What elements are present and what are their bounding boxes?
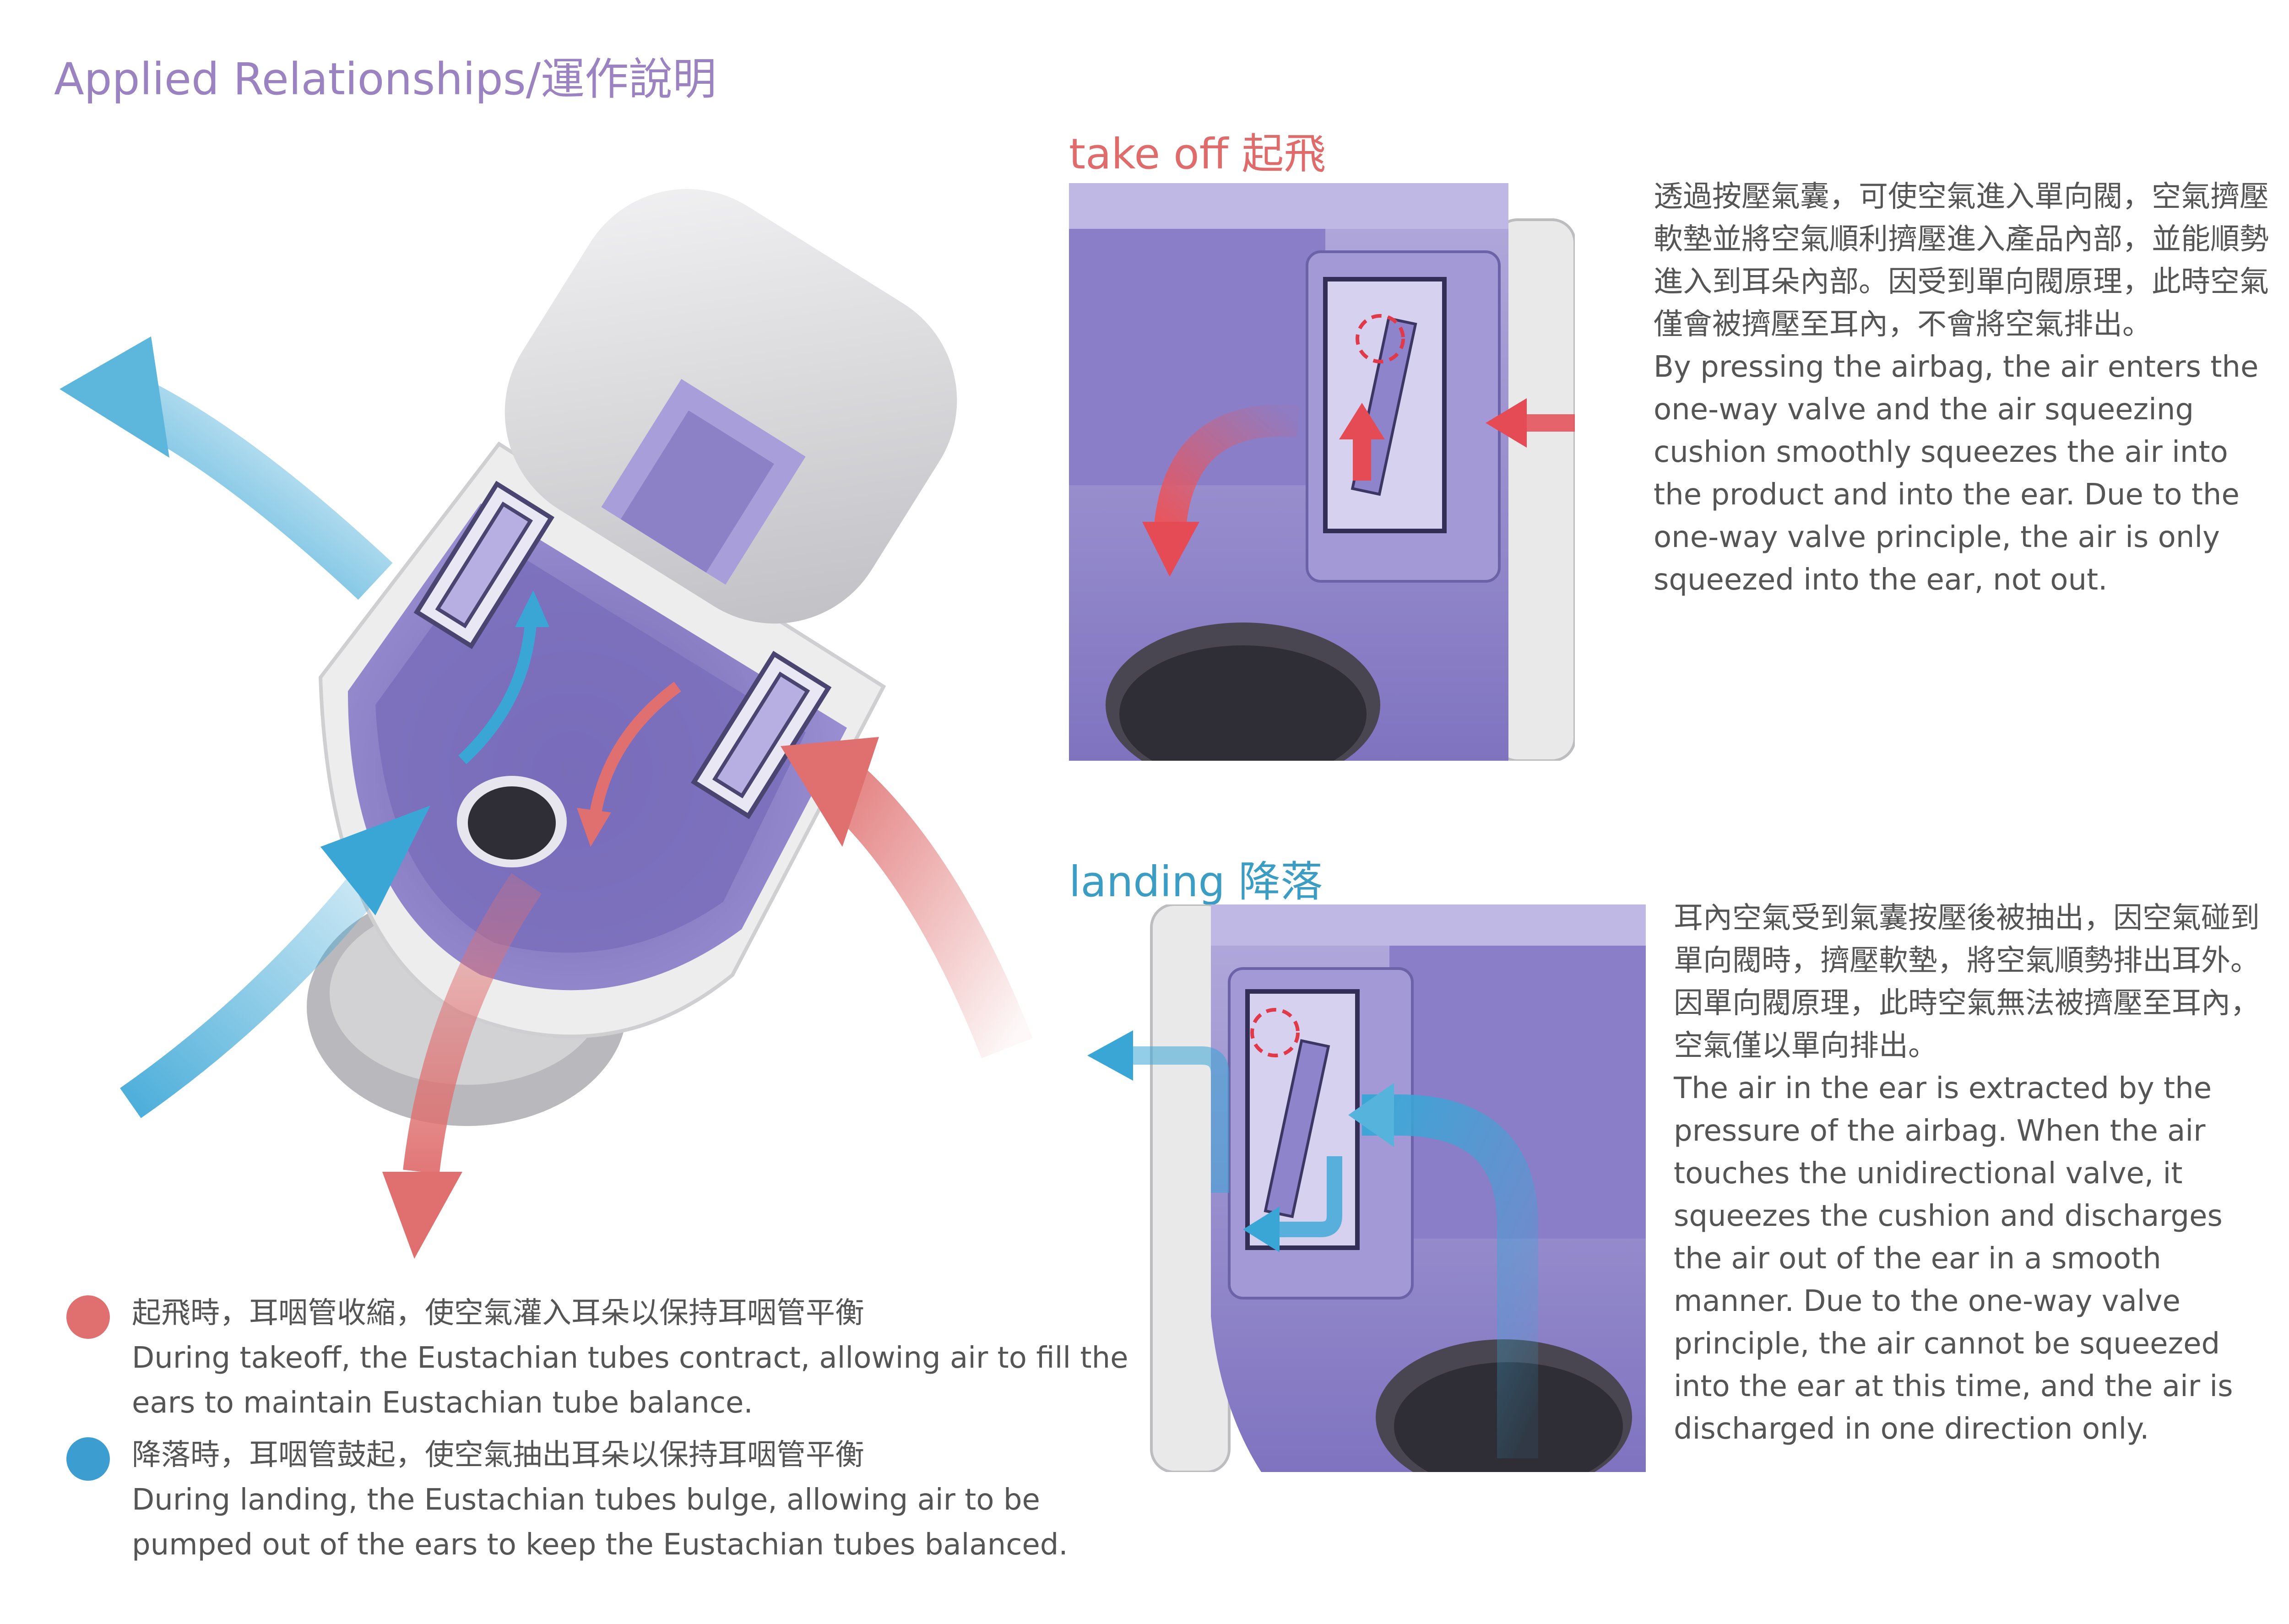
legend-landing-en: During landing, the Eustachian tubes bul…	[132, 1483, 1068, 1562]
red-arrow-inner	[589, 682, 681, 816]
red-arrow-out	[403, 873, 542, 1174]
legend-takeoff-en: During takeoff, the Eustachian tubes con…	[132, 1341, 1128, 1420]
legend-takeoff: 起飛時，耳咽管收縮，使空氣灌入耳朵以保持耳咽管平衡 During takeoff…	[132, 1291, 1139, 1425]
takeoff-curved-arrow	[1154, 404, 1299, 532]
main-earplug-illustration	[60, 189, 1033, 1259]
landing-title: landing 降落	[1069, 857, 1323, 906]
takeoff-detail-illustration	[1069, 183, 1575, 761]
takeoff-description-en: By pressing the airbag, the air enters t…	[1654, 350, 2259, 597]
left-valve	[413, 481, 555, 650]
landing-description: 耳內空氣受到氣囊按壓後被抽出，因空氣碰到單向閥時，擠壓軟墊，將空氣順勢排出耳外。…	[1674, 897, 2278, 1451]
valve-highlight	[1250, 1008, 1300, 1057]
landing-detail-illustration	[1069, 904, 1646, 1472]
legend-takeoff-zh: 起飛時，耳咽管收縮，使空氣灌入耳朵以保持耳咽管平衡	[132, 1296, 864, 1330]
page-title: Applied Relationships/運作說明	[54, 54, 717, 105]
blue-arrow-in	[120, 849, 399, 1118]
right-valve	[690, 650, 832, 819]
takeoff-description: 透過按壓氣囊，可使空氣進入單向閥，空氣擠壓軟墊並將空氣順利擠壓進入產品內部，並能…	[1654, 176, 2272, 601]
landing-description-zh: 耳內空氣受到氣囊按壓後被抽出，因空氣碰到單向閥時，擠壓軟墊，將空氣順勢排出耳外。…	[1674, 901, 2260, 1063]
valve-highlight	[1356, 314, 1405, 363]
legend-landing-zh: 降落時，耳咽管鼓起，使空氣抽出耳朵以保持耳咽管平衡	[132, 1438, 864, 1472]
landing-description-en: The air in the ear is extracted by the p…	[1674, 1072, 2233, 1446]
blue-arrow-inner	[458, 617, 537, 764]
legend-red-dot	[66, 1295, 110, 1339]
landing-curved-arrow	[1362, 1094, 1538, 1458]
legend-landing: 降落時，耳咽管鼓起，使空氣抽出耳朵以保持耳咽管平衡 During landing…	[132, 1433, 1139, 1567]
legend-blue-dot	[66, 1437, 110, 1481]
takeoff-title: take off 起飛	[1069, 130, 1326, 179]
blue-arrow-out	[126, 380, 393, 600]
takeoff-description-zh: 透過按壓氣囊，可使空氣進入單向閥，空氣擠壓軟墊並將空氣順利擠壓進入產品內部，並能…	[1654, 180, 2269, 341]
